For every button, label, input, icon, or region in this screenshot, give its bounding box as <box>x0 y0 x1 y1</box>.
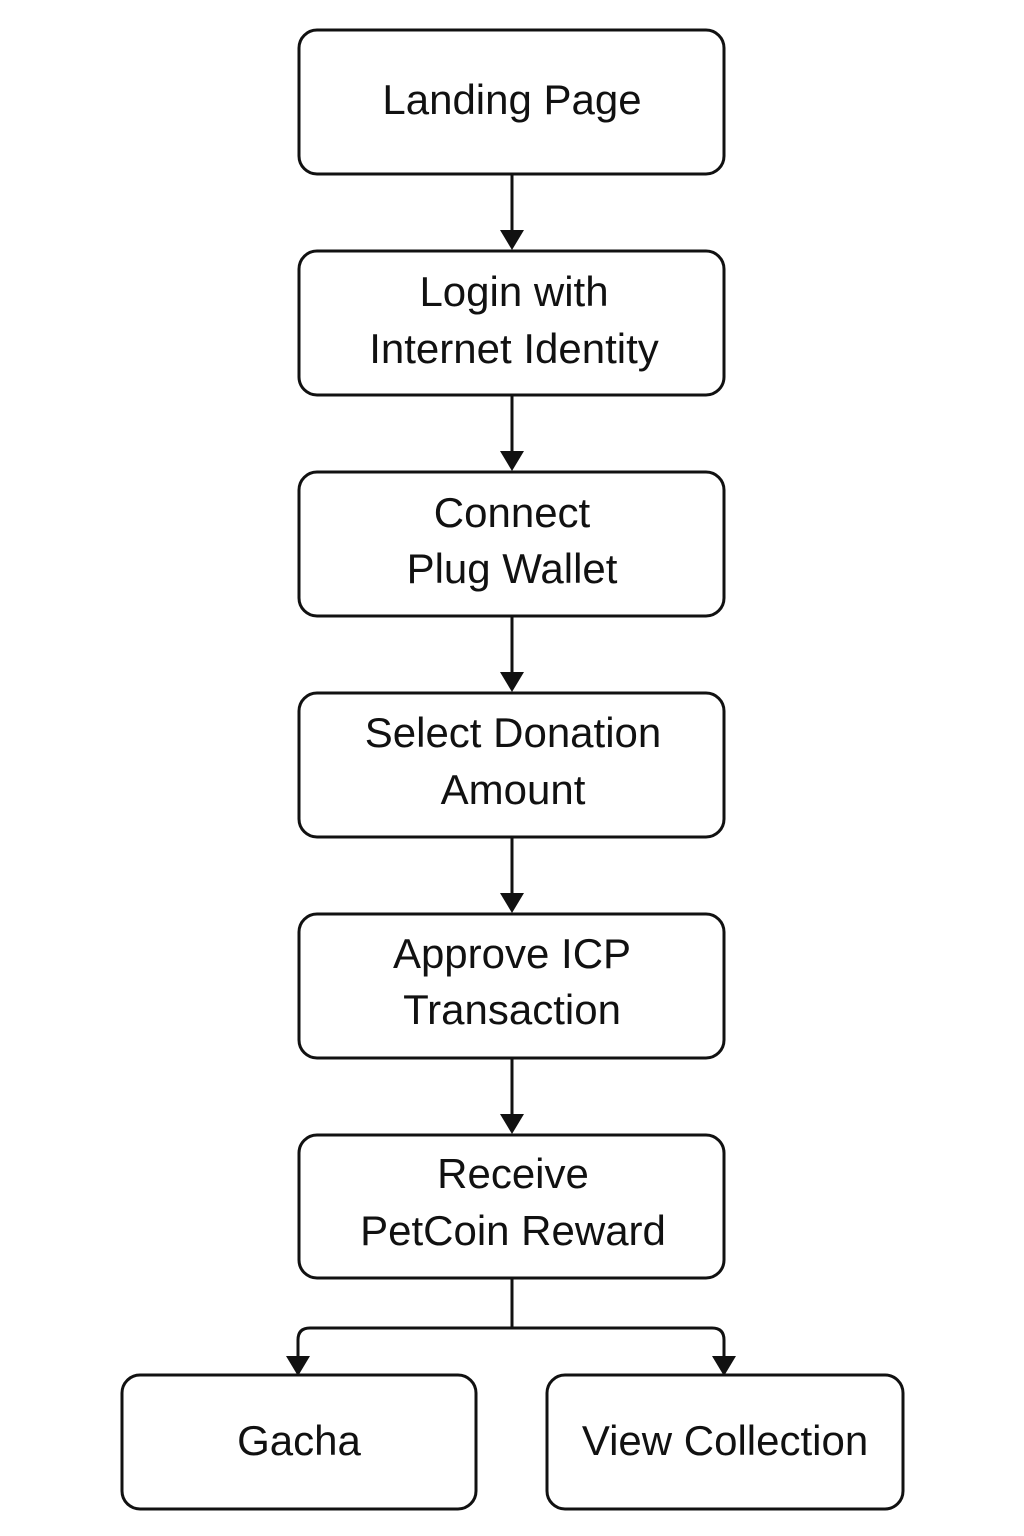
node-label: Internet Identity <box>369 325 659 372</box>
arrowhead-icon <box>500 672 524 692</box>
arrowhead-icon <box>286 1356 310 1376</box>
node-label: Connect <box>434 489 591 536</box>
landing-page-node: Landing Page <box>297 28 726 176</box>
node-label: PetCoin Reward <box>360 1207 666 1254</box>
approve-transaction-node: Approve ICP Transaction <box>297 912 726 1060</box>
connect-wallet-node: Connect Plug Wallet <box>297 470 726 618</box>
node-label: Gacha <box>237 1417 361 1464</box>
arrowhead-icon <box>500 230 524 250</box>
gacha-node: Gacha <box>120 1373 478 1511</box>
node-label: Receive <box>437 1150 589 1197</box>
arrowhead-icon <box>712 1356 736 1376</box>
login-node: Login with Internet Identity <box>297 249 726 397</box>
node-label: Plug Wallet <box>407 545 618 592</box>
node-label: Landing Page <box>382 76 641 123</box>
node-label: Amount <box>441 766 586 813</box>
node-label: Transaction <box>403 986 621 1033</box>
arrowhead-icon <box>500 451 524 471</box>
receive-reward-node: Receive PetCoin Reward <box>297 1133 726 1280</box>
node-label: Login with <box>419 268 608 315</box>
arrowhead-icon <box>500 1114 524 1134</box>
connectors <box>286 174 736 1376</box>
branch-connector <box>296 1278 726 1358</box>
select-donation-node: Select Donation Amount <box>297 691 726 839</box>
arrowhead-icon <box>500 893 524 913</box>
view-collection-node: View Collection <box>545 1373 905 1511</box>
node-label: Select Donation <box>365 709 662 756</box>
node-label: Approve ICP <box>393 930 631 977</box>
node-label: View Collection <box>582 1417 868 1464</box>
